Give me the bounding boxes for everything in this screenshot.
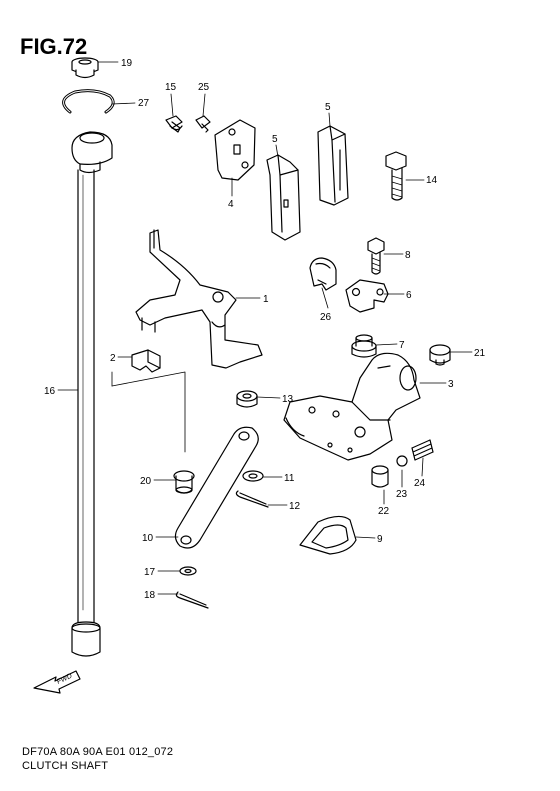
- callout-8: 8: [405, 250, 411, 261]
- part-seal-9: [299, 515, 357, 555]
- callout-19: 19: [121, 58, 133, 69]
- part-clamp-26: [309, 257, 337, 291]
- callout-1: 1: [263, 294, 269, 305]
- part-ball-23: [396, 455, 408, 467]
- callout-17: 17: [144, 567, 156, 578]
- callout-4: 4: [228, 199, 234, 210]
- part-case-3: [283, 352, 421, 461]
- part-guide-5b: [317, 125, 349, 206]
- part-cotter-pin-18: [175, 591, 209, 609]
- forward-direction-arrow: FWD: [33, 670, 81, 694]
- callout-7: 7: [399, 340, 405, 351]
- part-washer-17: [179, 566, 197, 576]
- callout-16: 16: [44, 386, 56, 397]
- callout-26: 26: [320, 312, 332, 323]
- callout-25: 25: [198, 82, 210, 93]
- part-washer-13: [236, 390, 258, 408]
- part-circlip-27: [62, 89, 115, 114]
- callout-5b: 5: [325, 102, 331, 113]
- callout-3: 3: [448, 379, 454, 390]
- part-bushing-7: [351, 334, 377, 358]
- part-link-10: [174, 426, 259, 549]
- callout-13: 13: [282, 394, 294, 405]
- callout-9: 9: [377, 534, 383, 545]
- part-nipple-25: [195, 115, 211, 133]
- callout-20: 20: [140, 476, 152, 487]
- section-name: CLUTCH SHAFT: [22, 760, 109, 772]
- part-plate-4: [214, 119, 256, 181]
- part-holder-6: [345, 279, 389, 313]
- part-cotter-pin-12: [235, 490, 269, 508]
- part-clutch-shaft-16: [71, 131, 113, 657]
- callout-24: 24: [414, 478, 426, 489]
- part-bushing-20: [173, 470, 195, 494]
- assembly-bracket-lines: [111, 371, 186, 453]
- part-lever-1: [135, 229, 263, 369]
- callout-labels: 19 27 15 25 5 5 4 14 8 1 6 26 2 7 21 16 …: [44, 58, 486, 601]
- part-guide-5a: [266, 154, 301, 241]
- figure-title: FIG.72: [20, 34, 88, 59]
- callout-18: 18: [144, 590, 156, 601]
- part-bolt-14: [385, 151, 407, 201]
- part-clip-2: [131, 349, 161, 373]
- part-washer-11: [242, 470, 264, 482]
- part-cap-21: [429, 344, 451, 366]
- callout-27: 27: [138, 98, 150, 109]
- model-code: DF70A 80A 90A E01 012_072: [22, 746, 174, 758]
- callout-5a: 5: [272, 134, 278, 145]
- part-screw-15: [165, 115, 183, 133]
- callout-12: 12: [289, 501, 301, 512]
- part-spring-24: [411, 439, 434, 461]
- part-spacer-22: [371, 465, 389, 488]
- callout-14: 14: [426, 175, 438, 186]
- callout-10: 10: [142, 533, 154, 544]
- callout-leader-lines: [57, 61, 473, 595]
- callout-11: 11: [284, 473, 295, 484]
- callout-6: 6: [406, 290, 412, 301]
- part-bolt-8: [367, 237, 385, 275]
- callout-2: 2: [110, 353, 116, 364]
- callout-15: 15: [165, 82, 177, 93]
- callout-21: 21: [474, 348, 486, 359]
- part-plug-19: [71, 57, 99, 79]
- callout-23: 23: [396, 489, 408, 500]
- callout-22: 22: [378, 506, 390, 517]
